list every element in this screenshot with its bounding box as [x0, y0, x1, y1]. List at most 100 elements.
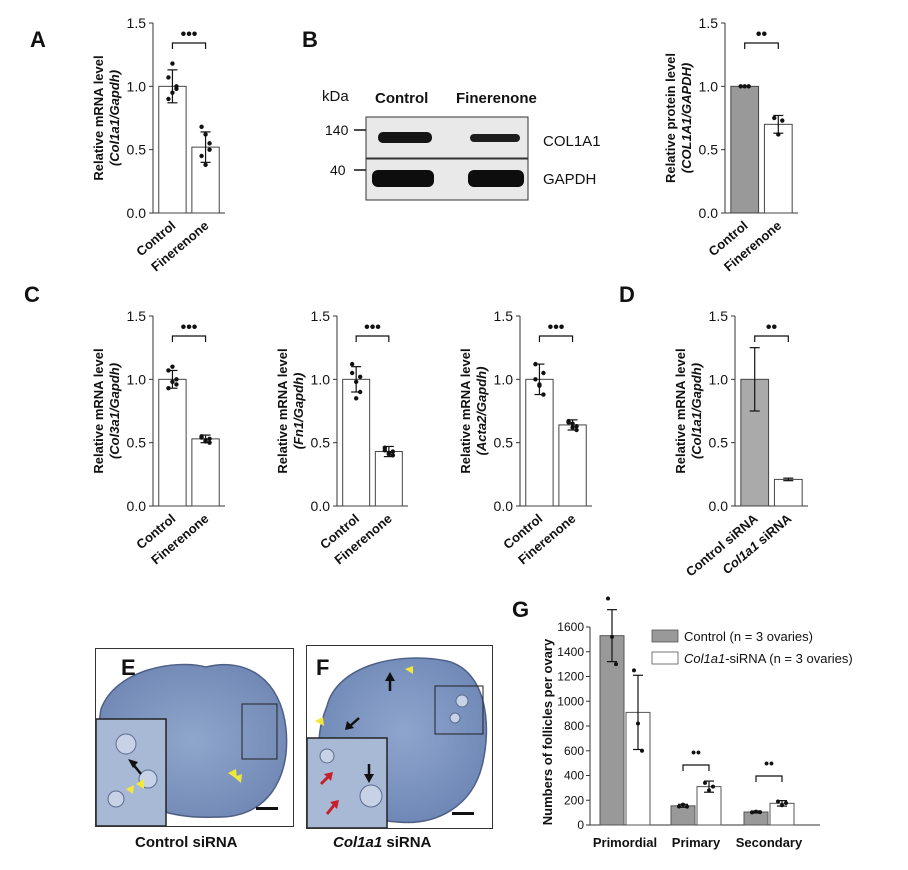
- legend-label-sirna-rest: -siRNA (n = 3 ovaries): [725, 651, 853, 666]
- g-point-0-0-0: [606, 596, 610, 601]
- chart-a-point-0-4: [170, 61, 175, 66]
- chart-a: 0.00.51.01.5ControlFinerenone•••Relative…: [91, 15, 225, 274]
- chart-c0-ytick-label-0: 0.0: [127, 498, 147, 514]
- chart-c0-point-1-3: [199, 435, 204, 440]
- inset-f: [307, 737, 388, 828]
- chart-a-point-1-4: [203, 162, 208, 168]
- arrow-red-f-2: [325, 803, 337, 815]
- chart-b-point-1-0: [772, 115, 777, 121]
- chart-c2-ytick-label-1: 0.5: [494, 435, 514, 451]
- g-bar-1-0: [670, 805, 696, 826]
- chart-c2-ytick-label-2: 1.0: [494, 371, 514, 387]
- g-category-2: Secondary: [736, 835, 803, 850]
- chart-a-y-axis-label: Relative mRNA level: [91, 55, 106, 180]
- g-point-2-0-0: [750, 810, 754, 815]
- chart-b-ytick-label-0: 0.0: [699, 205, 719, 221]
- panel-letter-a: A: [30, 27, 46, 52]
- chart-b: 0.00.51.01.5ControlFinerenone••Relative …: [663, 15, 798, 274]
- band-label-gapdh: GAPDH: [543, 171, 596, 188]
- chart-c1-point-0-0: [349, 361, 355, 367]
- legend-swatch-control: [651, 629, 679, 643]
- chart-c-fn1: 0.00.51.01.5ControlFinerenone•••Relative…: [275, 308, 408, 567]
- chart-c2-ytick-label-0: 0.0: [494, 498, 514, 514]
- chart-a-point-1-3: [199, 153, 204, 159]
- chart-b-y-axis-sublabel: (COL1A1/GAPDH): [679, 63, 694, 174]
- chart-b-point-0-0: [738, 84, 743, 89]
- band-col1a1-control: [378, 132, 432, 143]
- chart-b-significance-bracket: [744, 42, 779, 49]
- lane-label-control: Control: [375, 90, 428, 107]
- chart-c0-y-axis-sublabel: (Col3a1/Gapdh): [107, 363, 122, 459]
- marker-140: 140: [325, 122, 349, 138]
- chart-c2-significance-stars: •••: [548, 319, 565, 336]
- chart-c1-point-0-5: [357, 374, 363, 379]
- inset-box-f: [434, 685, 484, 735]
- chart-b-ytick-label-1: 0.5: [699, 142, 719, 158]
- g-point-2-1-0: [776, 799, 780, 804]
- g-point-1-0-2: [685, 804, 689, 809]
- g-point-2-0-2: [758, 810, 762, 815]
- g-point-2-1-1: [780, 803, 784, 808]
- g-point-0-1-2: [640, 748, 644, 753]
- panel-letter-f: F: [316, 655, 330, 680]
- band-label-col1a1: COL1A1: [543, 133, 601, 150]
- micrograph-control-sirna: [95, 648, 294, 827]
- chart-a-point-0-5: [174, 86, 179, 92]
- arrow-red-f-2-head: [330, 800, 339, 809]
- chart-c2-point-0-2: [541, 392, 546, 397]
- follicle-f-box-2: [449, 712, 461, 724]
- chart-c2-point-1-3: [566, 418, 571, 424]
- chart-c1-ytick-label-1: 0.5: [311, 435, 331, 451]
- chart-a-point-0-1: [170, 90, 175, 95]
- chart-c0-point-0-3: [166, 386, 171, 391]
- chart-c0-point-0-4: [170, 364, 175, 369]
- panel-letter-b: B: [302, 27, 318, 52]
- lane-label-finerenone: Finerenone: [456, 90, 537, 107]
- legend-swatch-sirna: [651, 651, 679, 665]
- arrowhead-yellow-e-4: [234, 774, 242, 783]
- follicle-f-2: [319, 748, 335, 764]
- chart-c1-point-1-3: [382, 448, 388, 453]
- chart-c0-ytick-label-3: 1.5: [127, 308, 147, 324]
- panel-letter-d: D: [619, 282, 635, 307]
- g-point-1-1-0: [703, 780, 707, 785]
- chart-a-ytick-label-3: 1.5: [127, 15, 147, 31]
- chart-c2-point-1-4: [570, 421, 575, 426]
- g-ytick-label-1: 200: [564, 793, 584, 807]
- g-point-1-0-0: [677, 804, 681, 809]
- chart-c0-significance-stars: •••: [181, 319, 198, 336]
- chart-c2-point-0-3: [533, 377, 538, 382]
- g-ytick-label-8: 1600: [557, 620, 584, 634]
- chart-d-category-1-rest: siRNA: [752, 510, 795, 549]
- chart-c1-point-1-2: [390, 453, 396, 458]
- chart-b-ytick-label-3: 1.5: [699, 15, 719, 31]
- chart-c2-significance-bracket: [538, 335, 574, 342]
- panel-letter-e: E: [121, 655, 136, 680]
- g-significance-stars-1: ••: [691, 744, 701, 760]
- arrowhead-yellow-f-2: [315, 717, 324, 726]
- g-y-axis-label: Numbers of follicles per ovary: [540, 638, 555, 825]
- chart-a-point-1-1: [203, 132, 208, 137]
- chart-b-y-axis-label: Relative protein level: [663, 53, 678, 183]
- chart-a-point-0-0: [166, 75, 171, 80]
- chart-a-point-0-3: [166, 96, 171, 102]
- chart-a-significance-bracket: [171, 42, 207, 49]
- g-ytick-label-0: 0: [577, 818, 584, 832]
- chart-d-ytick-label-2: 1.0: [709, 371, 729, 387]
- g-ytick-label-3: 600: [564, 744, 584, 758]
- chart-d-bar-1: [773, 478, 803, 507]
- chart-c2-point-0-0: [533, 361, 538, 367]
- caption-col1a1-gene: Col1a1: [333, 834, 383, 851]
- g-ytick-label-2: 400: [564, 769, 584, 783]
- chart-d-ytick-label-1: 0.5: [709, 435, 729, 451]
- chart-c-acta2: 0.00.51.01.5ControlFinerenone•••Relative…: [458, 308, 592, 567]
- g-bar-2-0: [743, 811, 769, 826]
- chart-c1-point-0-3: [349, 370, 355, 376]
- chart-b-point-1-1: [776, 132, 781, 137]
- chart-a-bar-0: [158, 85, 187, 214]
- chart-c2-bar-1: [558, 424, 587, 507]
- chart-c0-significance-bracket: [171, 335, 207, 342]
- western-blot: kDa Control Finerenone 140 40 COL1A1 GAP…: [322, 88, 601, 201]
